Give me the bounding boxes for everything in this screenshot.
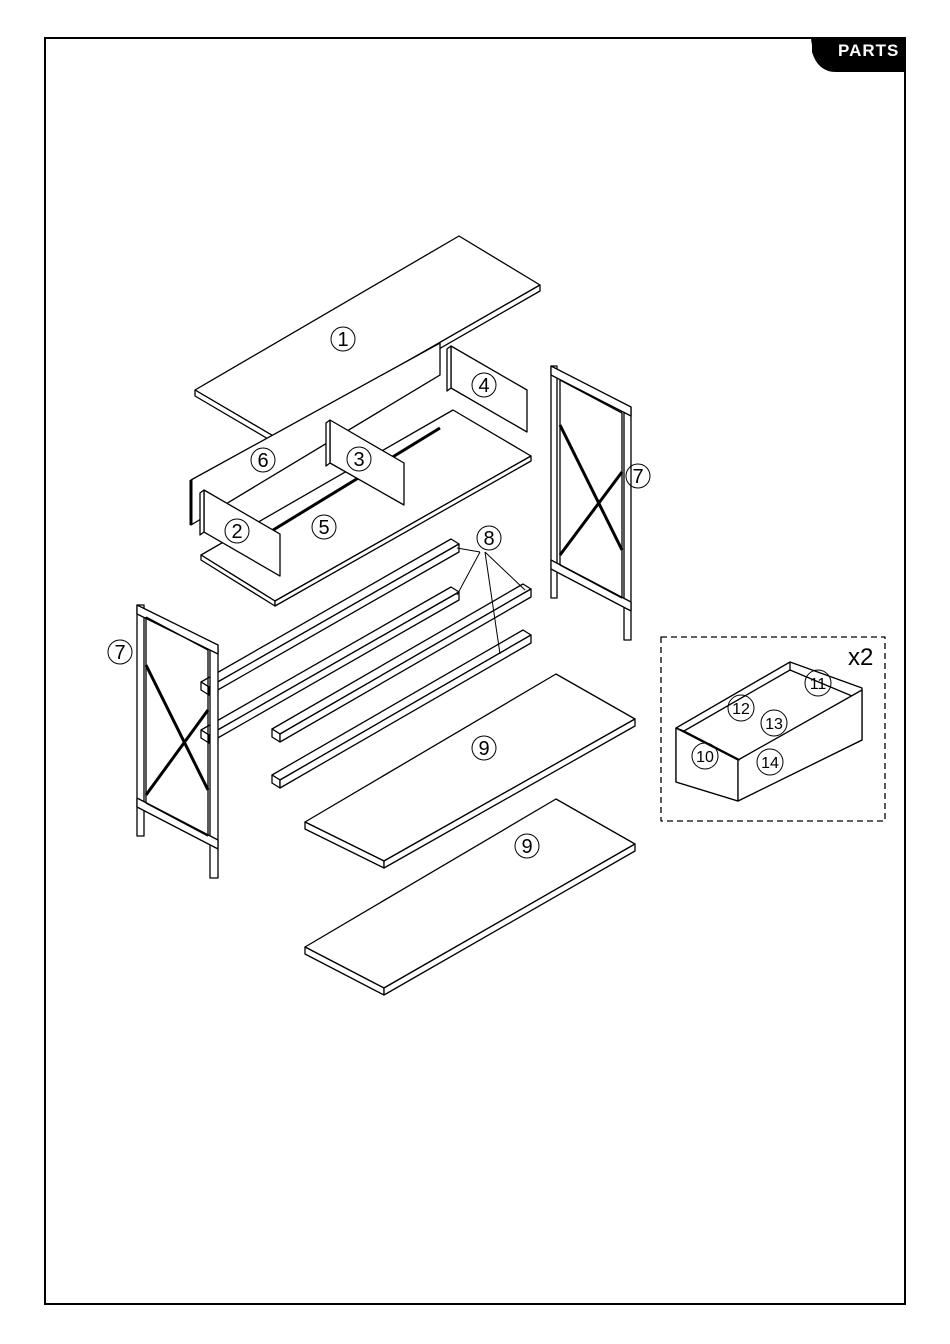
- callout-7-right: 7: [632, 466, 643, 488]
- callout-8: 8: [483, 528, 494, 550]
- callout-6: 6: [257, 450, 268, 472]
- parts-tab-label: PARTS: [838, 41, 899, 60]
- callout-12: 12: [732, 701, 750, 718]
- callout-3: 3: [353, 449, 364, 471]
- part-5-bottom-shelf: [201, 410, 531, 606]
- callout-10: 10: [696, 749, 714, 766]
- callout-1: 1: [337, 329, 348, 351]
- callout-2: 2: [231, 521, 242, 543]
- callout-14: 14: [761, 755, 779, 772]
- callout-13: 13: [765, 716, 783, 733]
- drawer-multiplier: x2: [848, 644, 873, 671]
- callout-5: 5: [318, 517, 329, 539]
- callout-9-upper: 9: [478, 738, 489, 760]
- part-7-frame-right: [551, 366, 631, 640]
- callout-9-lower: 9: [521, 836, 532, 858]
- callout-7-left: 7: [114, 642, 125, 664]
- callout-11: 11: [810, 676, 827, 693]
- parts-tab: PARTS: [812, 38, 905, 72]
- callout-4: 4: [478, 375, 489, 397]
